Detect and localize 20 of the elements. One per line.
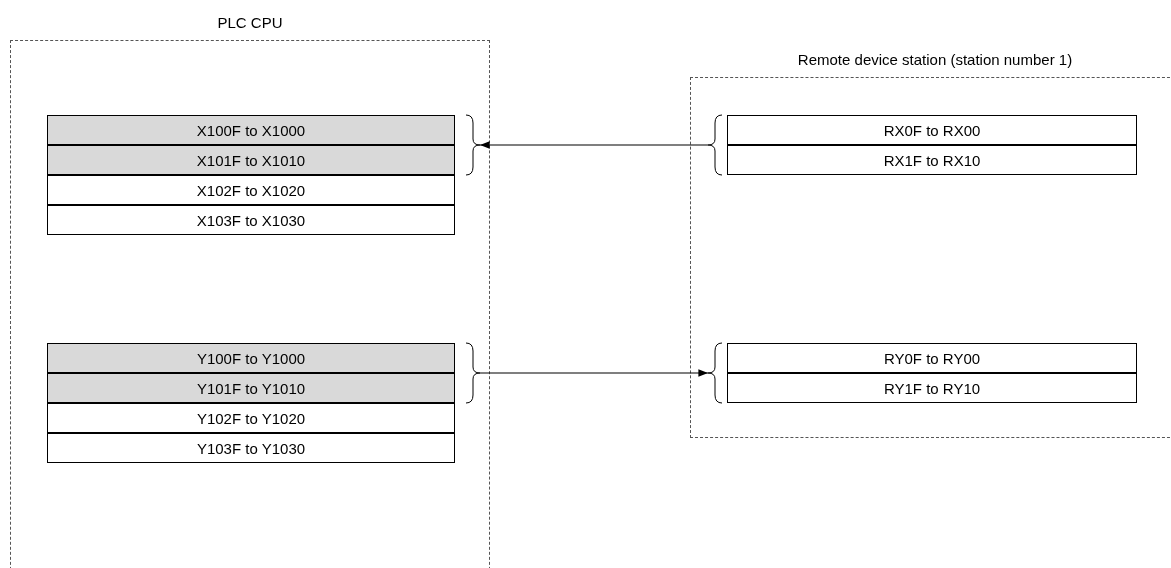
arrow [479,141,709,149]
register-row: Y100F to Y1000 [47,343,455,373]
register-row: X101F to X1010 [47,145,455,175]
curly-brace [466,343,480,403]
arrow [479,369,709,377]
register-row: X100F to X1000 [47,115,455,145]
register-row: RX1F to RX10 [727,145,1137,175]
register-row: Y101F to Y1010 [47,373,455,403]
group-title: PLC CPU [216,14,284,31]
register-row: Y103F to Y1030 [47,433,455,463]
curly-brace [466,115,480,175]
register-row: Y102F to Y1020 [47,403,455,433]
register-row: RY1F to RY10 [727,373,1137,403]
register-row: RY0F to RY00 [727,343,1137,373]
curly-brace [708,343,722,403]
register-row: X103F to X1030 [47,205,455,235]
group-title: Remote device station (station number 1) [796,51,1074,68]
register-row: X102F to X1020 [47,175,455,205]
register-row: RX0F to RX00 [727,115,1137,145]
curly-brace [708,115,722,175]
